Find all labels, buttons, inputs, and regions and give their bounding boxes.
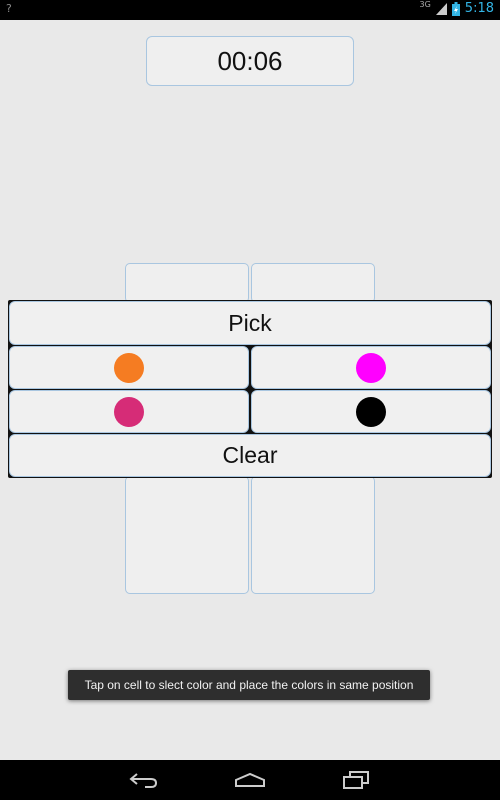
toast-message: Tap on cell to slect color and place the… xyxy=(68,670,430,700)
recent-apps-icon[interactable] xyxy=(336,768,376,792)
orange-swatch xyxy=(114,352,144,383)
notification-unknown: ? xyxy=(6,2,12,15)
status-bar: ? 3G 5:18 xyxy=(0,0,500,20)
board-cell-top-left[interactable] xyxy=(125,263,249,303)
color-option-crimson[interactable] xyxy=(9,390,249,433)
network-type: 3G xyxy=(419,0,431,9)
board-cell-top-right[interactable] xyxy=(251,263,375,303)
home-icon[interactable] xyxy=(230,768,270,792)
black-swatch xyxy=(356,396,386,427)
timer-display: 00:06 xyxy=(146,36,354,86)
color-option-orange[interactable] xyxy=(9,346,249,389)
board-cell-bottom-right[interactable] xyxy=(251,476,375,594)
color-option-black[interactable] xyxy=(251,390,491,433)
clear-button[interactable]: Clear xyxy=(9,434,491,477)
clock: 5:18 xyxy=(464,1,494,16)
signal-icon xyxy=(435,3,447,15)
navigation-bar xyxy=(0,760,500,800)
magenta-swatch xyxy=(356,352,386,383)
back-icon[interactable] xyxy=(124,768,164,792)
board-cell-bottom-left[interactable] xyxy=(125,476,249,594)
battery-charging-icon xyxy=(451,1,460,16)
color-picker-dialog: Pick Clear xyxy=(8,300,492,478)
color-option-magenta[interactable] xyxy=(251,346,491,389)
crimson-swatch xyxy=(114,396,144,427)
pick-button[interactable]: Pick xyxy=(9,301,491,345)
